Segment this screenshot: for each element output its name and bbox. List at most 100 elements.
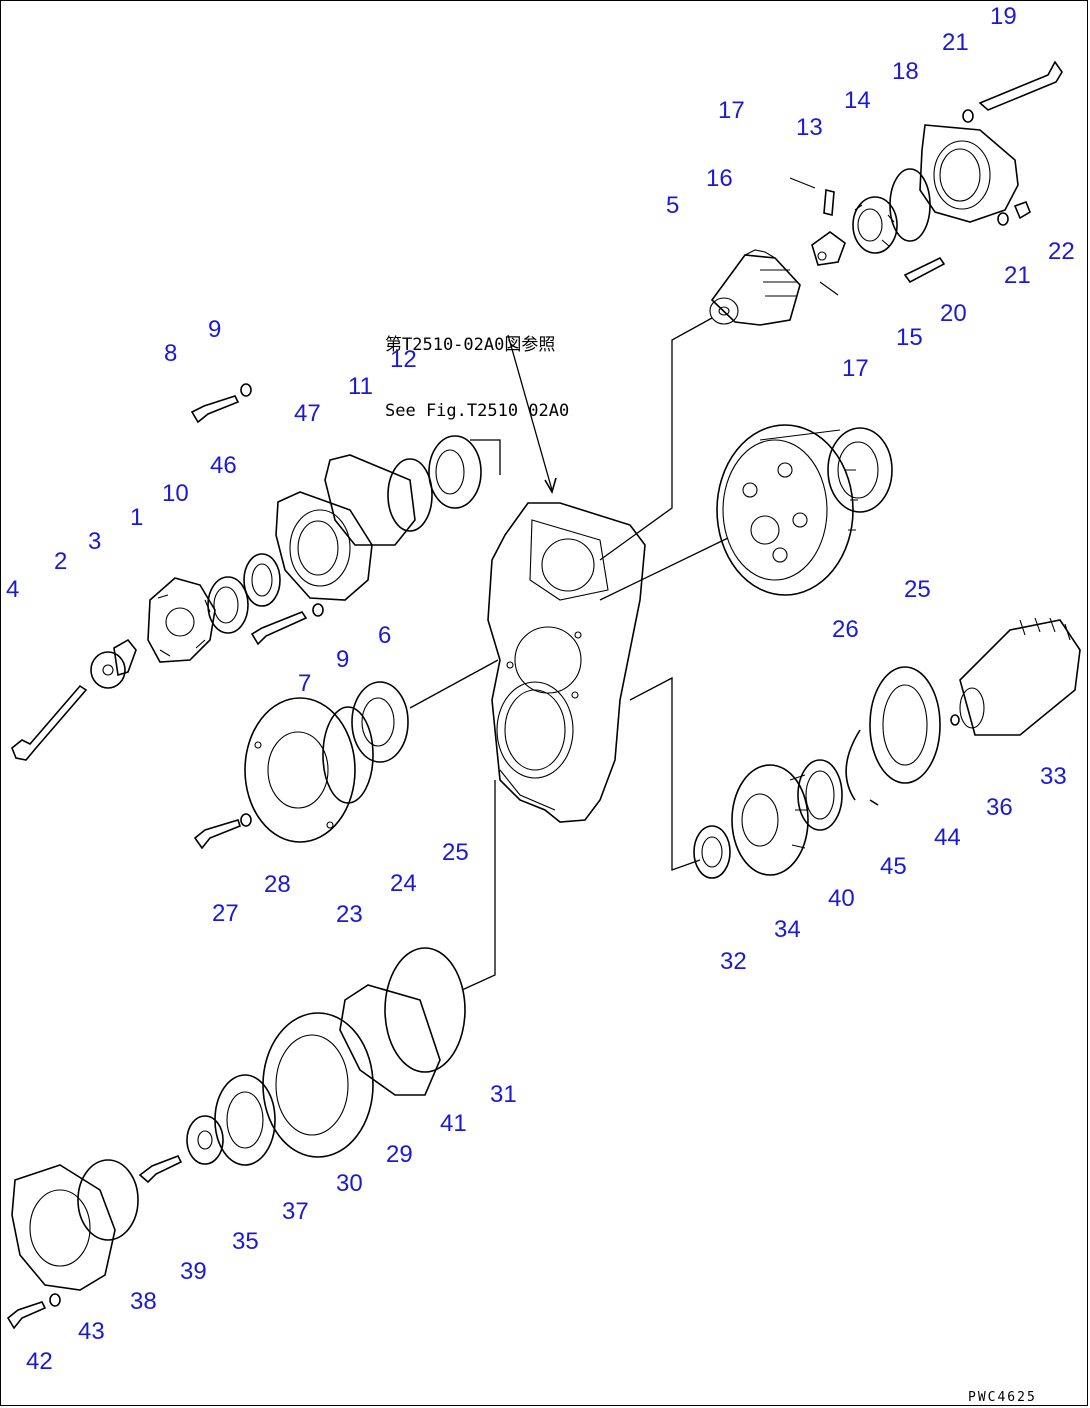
- bearing-44: [869, 666, 941, 784]
- o-ring-24: [322, 706, 374, 804]
- stud-20: [903, 256, 946, 284]
- callout-10[interactable]: 10: [162, 480, 189, 507]
- callout-6[interactable]: 6: [378, 622, 392, 649]
- bolt-42: [6, 1301, 47, 1330]
- callout-46[interactable]: 46: [210, 452, 237, 479]
- gear-case-housing: [487, 502, 646, 823]
- callout-9[interactable]: 9: [208, 316, 222, 343]
- pin-16: [823, 188, 835, 217]
- callout-25[interactable]: 25: [904, 576, 931, 603]
- callout-4[interactable]: 4: [6, 576, 20, 603]
- shim-47: [324, 454, 416, 546]
- snap-ring-17: [789, 177, 839, 296]
- bearing-30: [214, 1074, 276, 1166]
- callout-7[interactable]: 7: [298, 670, 312, 697]
- callout-36[interactable]: 36: [986, 794, 1013, 821]
- cage-29: [262, 1012, 374, 1158]
- bearing-25-lower: [351, 681, 409, 763]
- cap-3: [113, 638, 137, 677]
- callout-23[interactable]: 23: [336, 901, 363, 928]
- callout-35[interactable]: 35: [232, 1228, 259, 1255]
- callout-9[interactable]: 9: [336, 646, 350, 673]
- shim-41: [339, 984, 441, 1096]
- callout-26[interactable]: 26: [832, 616, 859, 643]
- callout-15[interactable]: 15: [896, 324, 923, 351]
- callout-13[interactable]: 13: [796, 114, 823, 141]
- snap-ring-45: [845, 729, 879, 806]
- nut-22: [1013, 200, 1031, 220]
- gear-26: [716, 424, 858, 596]
- o-ring-31: [384, 947, 466, 1073]
- callout-45[interactable]: 45: [880, 853, 907, 880]
- callout-3[interactable]: 3: [88, 528, 102, 555]
- callout-2[interactable]: 2: [54, 548, 68, 575]
- callout-25[interactable]: 25: [442, 839, 469, 866]
- callout-11[interactable]: 11: [348, 373, 373, 400]
- o-ring-14: [889, 168, 931, 242]
- bearing-cage-18: [919, 124, 1019, 223]
- washer-9: [240, 383, 324, 617]
- callout-19[interactable]: 19: [990, 3, 1017, 30]
- callout-12[interactable]: 12: [390, 346, 417, 373]
- callout-44[interactable]: 44: [934, 824, 961, 851]
- callout-38[interactable]: 38: [130, 1288, 157, 1315]
- washer-28: [240, 813, 252, 827]
- bolt-7: [250, 611, 308, 646]
- callout-28[interactable]: 28: [264, 871, 291, 898]
- collar-46: [243, 553, 281, 607]
- drawing-id: PWC4625: [968, 1390, 1037, 1405]
- callout-39[interactable]: 39: [180, 1258, 207, 1285]
- oil-seal-10: [207, 576, 249, 634]
- callout-32[interactable]: 32: [720, 948, 747, 975]
- callout-18[interactable]: 18: [892, 58, 919, 85]
- shaft-33: [959, 617, 1081, 736]
- callout-21[interactable]: 21: [1004, 262, 1031, 289]
- bearing-25-upper: [827, 427, 893, 513]
- axis-lines: [409, 317, 729, 991]
- washer-2: [90, 651, 126, 689]
- callout-29[interactable]: 29: [386, 1141, 413, 1168]
- callout-21[interactable]: 21: [942, 29, 969, 56]
- collar-37: [186, 1115, 224, 1165]
- callout-47[interactable]: 47: [294, 400, 321, 427]
- coupling-1: [147, 577, 216, 663]
- seal-39: [77, 1159, 139, 1241]
- callout-34[interactable]: 34: [774, 916, 801, 943]
- input-shaft-5: [709, 249, 801, 326]
- callout-40[interactable]: 40: [828, 885, 855, 912]
- callout-31[interactable]: 31: [490, 1081, 517, 1108]
- callout-16[interactable]: 16: [706, 165, 733, 192]
- reference-note-japanese: 第T2510-02A0図参照: [385, 335, 556, 355]
- cover-23: [244, 697, 356, 843]
- callout-43[interactable]: 43: [78, 1318, 105, 1345]
- bolt-27: [193, 819, 241, 850]
- collar-32: [693, 825, 731, 879]
- callout-1[interactable]: 1: [130, 504, 144, 531]
- callout-17[interactable]: 17: [842, 355, 869, 382]
- bolt-35: [138, 1154, 183, 1184]
- bolt-8: [190, 395, 240, 424]
- collar-15: [811, 231, 846, 266]
- washer-43: [49, 1293, 61, 1307]
- reference-note: 第T2510-02A0図参照 See Fig.T2510 02A0: [385, 290, 569, 444]
- callout-20[interactable]: 20: [940, 300, 967, 327]
- callout-24[interactable]: 24: [390, 870, 417, 897]
- callout-17[interactable]: 17: [718, 97, 745, 124]
- bolt-4: [11, 684, 88, 761]
- callout-5[interactable]: 5: [666, 192, 680, 219]
- callout-30[interactable]: 30: [336, 1170, 363, 1197]
- callout-33[interactable]: 33: [1040, 763, 1067, 790]
- callout-42[interactable]: 42: [26, 1348, 53, 1375]
- bearing-12: [428, 435, 482, 509]
- callout-37[interactable]: 37: [282, 1198, 309, 1225]
- callout-8[interactable]: 8: [164, 340, 178, 367]
- callout-14[interactable]: 14: [844, 87, 871, 114]
- callout-41[interactable]: 41: [440, 1110, 467, 1137]
- callout-22[interactable]: 22: [1048, 238, 1075, 265]
- o-ring-11: [387, 458, 433, 532]
- cover-6: [275, 491, 373, 601]
- callout-27[interactable]: 27: [212, 900, 239, 927]
- washer-21: [962, 109, 1009, 226]
- key-36: [950, 714, 960, 726]
